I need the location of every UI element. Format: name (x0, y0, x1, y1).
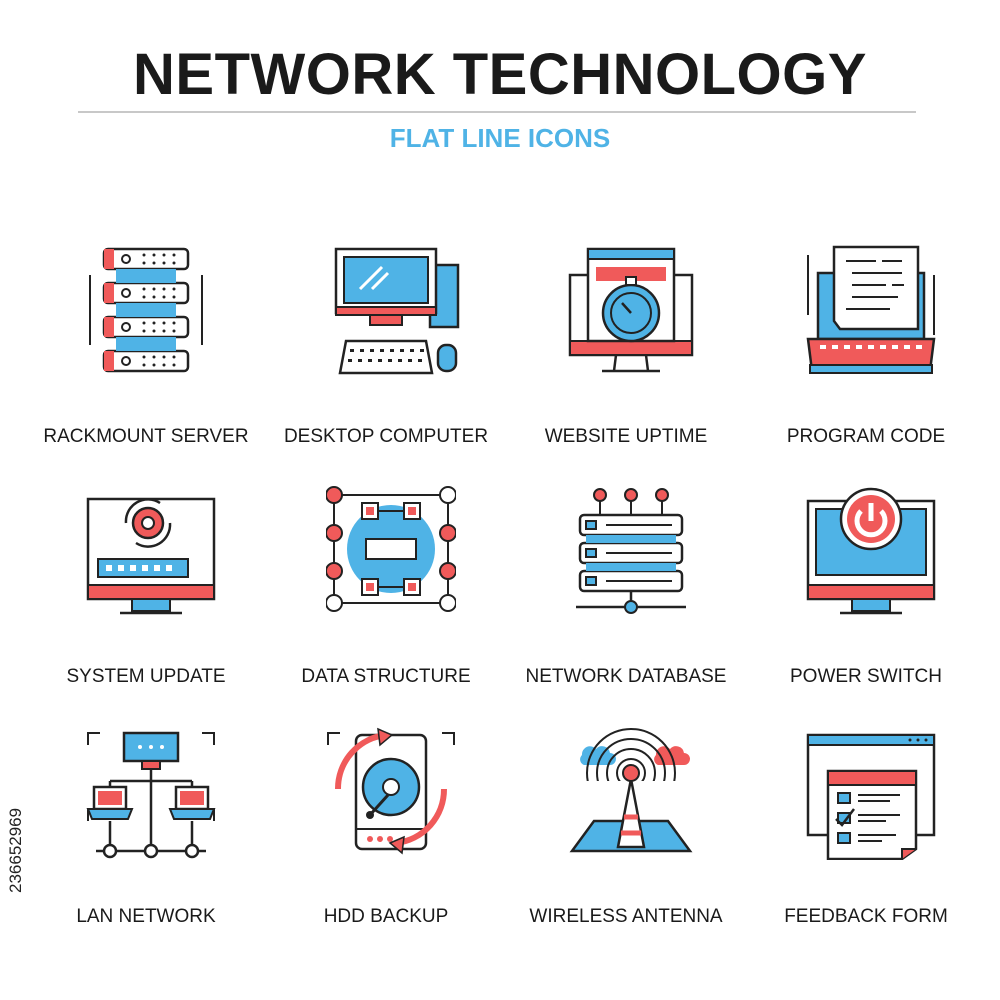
wireless-antenna-icon (569, 728, 693, 853)
icon-label: DESKTOP COMPUTER (283, 426, 489, 447)
icon-label: WIRELESS ANTENNA (529, 906, 723, 927)
icon-card-power-switch: POWER SWITCH (746, 485, 986, 705)
icon-card-wireless-antenna: WIRELESS ANTENNA (506, 725, 746, 945)
icon-label: HDD BACKUP (323, 906, 449, 927)
icon-label: SYSTEM UPDATE (66, 666, 226, 687)
icon-card-network-database: NETWORK DATABASE (506, 485, 746, 705)
icon-label: PROGRAM CODE (786, 426, 946, 447)
icon-card-feedback-form: FEEDBACK FORM (746, 725, 986, 945)
program-code-icon (806, 245, 936, 374)
icon-card-program-code: PROGRAM CODE (746, 245, 986, 465)
network-database-icon (576, 488, 686, 614)
page-title: NETWORK TECHNOLOGY (133, 42, 867, 107)
icon-card-website-uptime: WEBSITE UPTIME (506, 245, 746, 465)
icon-label: POWER SWITCH (790, 666, 942, 687)
icon-label: DATA STRUCTURE (301, 666, 471, 687)
icon-label: NETWORK DATABASE (525, 666, 727, 687)
icon-card-data-structure: DATA STRUCTURE (266, 485, 506, 705)
page-subtitle: FLAT LINE ICONS (389, 123, 611, 153)
lan-network-icon (86, 731, 216, 859)
icon-label: RACKMOUNT SERVER (43, 426, 249, 447)
website-uptime-icon (568, 247, 694, 373)
icon-label: LAN NETWORK (76, 906, 216, 927)
hdd-backup-icon (327, 727, 455, 855)
icon-card-system-update: SYSTEM UPDATE (26, 485, 266, 705)
icon-label: WEBSITE UPTIME (544, 426, 708, 447)
desktop-computer-icon (334, 247, 460, 375)
icon-card-lan-network: LAN NETWORK (26, 725, 266, 945)
icon-card-rackmount-server: RACKMOUNT SERVER (26, 245, 266, 465)
data-structure-icon (326, 486, 456, 612)
icon-card-hdd-backup: HDD BACKUP (266, 725, 506, 945)
icon-card-desktop-computer: DESKTOP COMPUTER (266, 245, 506, 465)
system-update-icon (86, 497, 216, 615)
title-divider (78, 111, 916, 113)
feedback-form-icon (806, 733, 936, 860)
power-switch-icon (806, 487, 936, 615)
rackmount-server-icon (89, 247, 203, 373)
icon-label: FEEDBACK FORM (784, 906, 948, 927)
